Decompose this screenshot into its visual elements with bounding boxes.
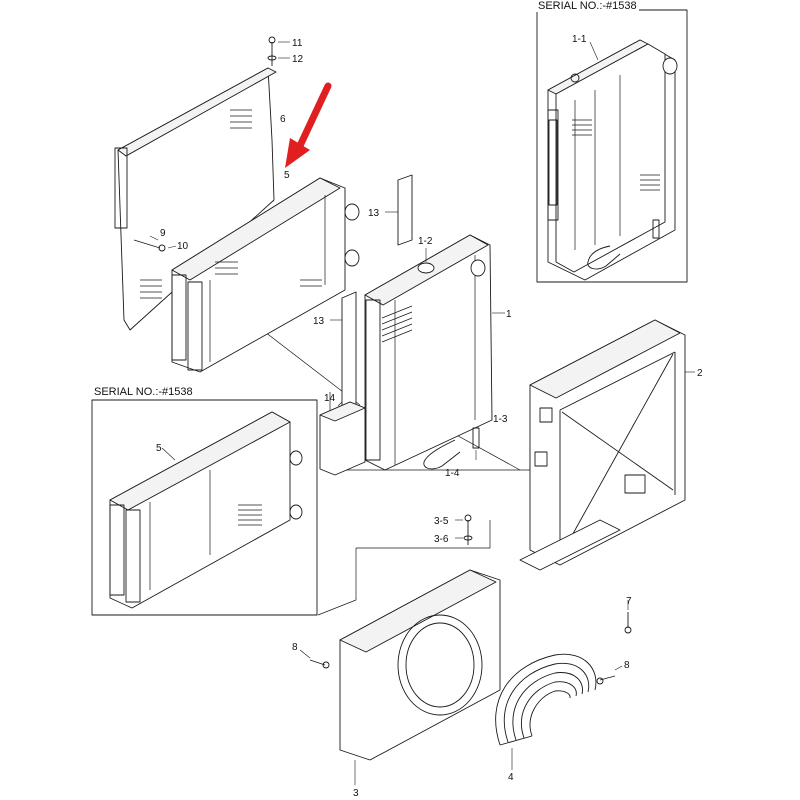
callout-3-6: 3-6 [434, 534, 449, 545]
mesh-part-6 [140, 109, 252, 299]
callout-13-upper: 13 [368, 208, 380, 219]
callout-3: 3 [353, 788, 359, 799]
callout-10: 10 [177, 241, 189, 252]
callout-11: 11 [292, 38, 303, 49]
mesh-part-5 [215, 261, 322, 287]
part-4-fan-guard [495, 653, 597, 770]
red-arrow-icon [285, 82, 332, 168]
part-13-seals [330, 174, 413, 411]
callout-13-lower: 13 [313, 316, 325, 327]
callout-14: 14 [324, 393, 336, 404]
callout-5-inset: 5 [156, 443, 162, 454]
inset-left-title: SERIAL NO.:-#1538 [92, 386, 195, 398]
callout-1-1: 1-1 [572, 34, 587, 45]
mesh-part-1 [381, 305, 413, 343]
callout-6: 6 [280, 114, 286, 125]
callout-12: 12 [292, 54, 304, 65]
part-5-oil-cooler [133, 177, 360, 373]
inset-top-right [536, 9, 688, 283]
fasteners [299, 514, 632, 685]
mesh-top-right [572, 119, 660, 191]
part-14-block [319, 401, 366, 476]
callout-7: 7 [626, 596, 632, 607]
mesh-left-inset [238, 504, 262, 526]
inset-top-right-title: SERIAL NO.:-#1538 [536, 0, 639, 12]
callout-1-4: 1-4 [445, 468, 460, 479]
part-3-fan-shroud [339, 569, 501, 785]
part-1-radiator [364, 234, 505, 471]
callout-8-right: 8 [624, 660, 630, 671]
inset-left [91, 399, 318, 616]
callout-2: 2 [697, 368, 703, 379]
callout-1-2: 1-2 [418, 236, 433, 247]
callout-labels: 11 12 6 5 13 9 10 1-2 1 13 2 14 1-3 1-4 … [156, 34, 703, 799]
callout-5: 5 [284, 170, 290, 181]
part-6-cover-panel [114, 36, 290, 331]
callout-4: 4 [508, 772, 514, 783]
callout-1-3: 1-3 [493, 414, 508, 425]
callout-1: 1 [506, 309, 512, 320]
callout-9: 9 [160, 228, 166, 239]
callout-8-left: 8 [292, 642, 298, 653]
callout-3-5: 3-5 [434, 516, 449, 527]
part-2-frame [519, 319, 695, 571]
